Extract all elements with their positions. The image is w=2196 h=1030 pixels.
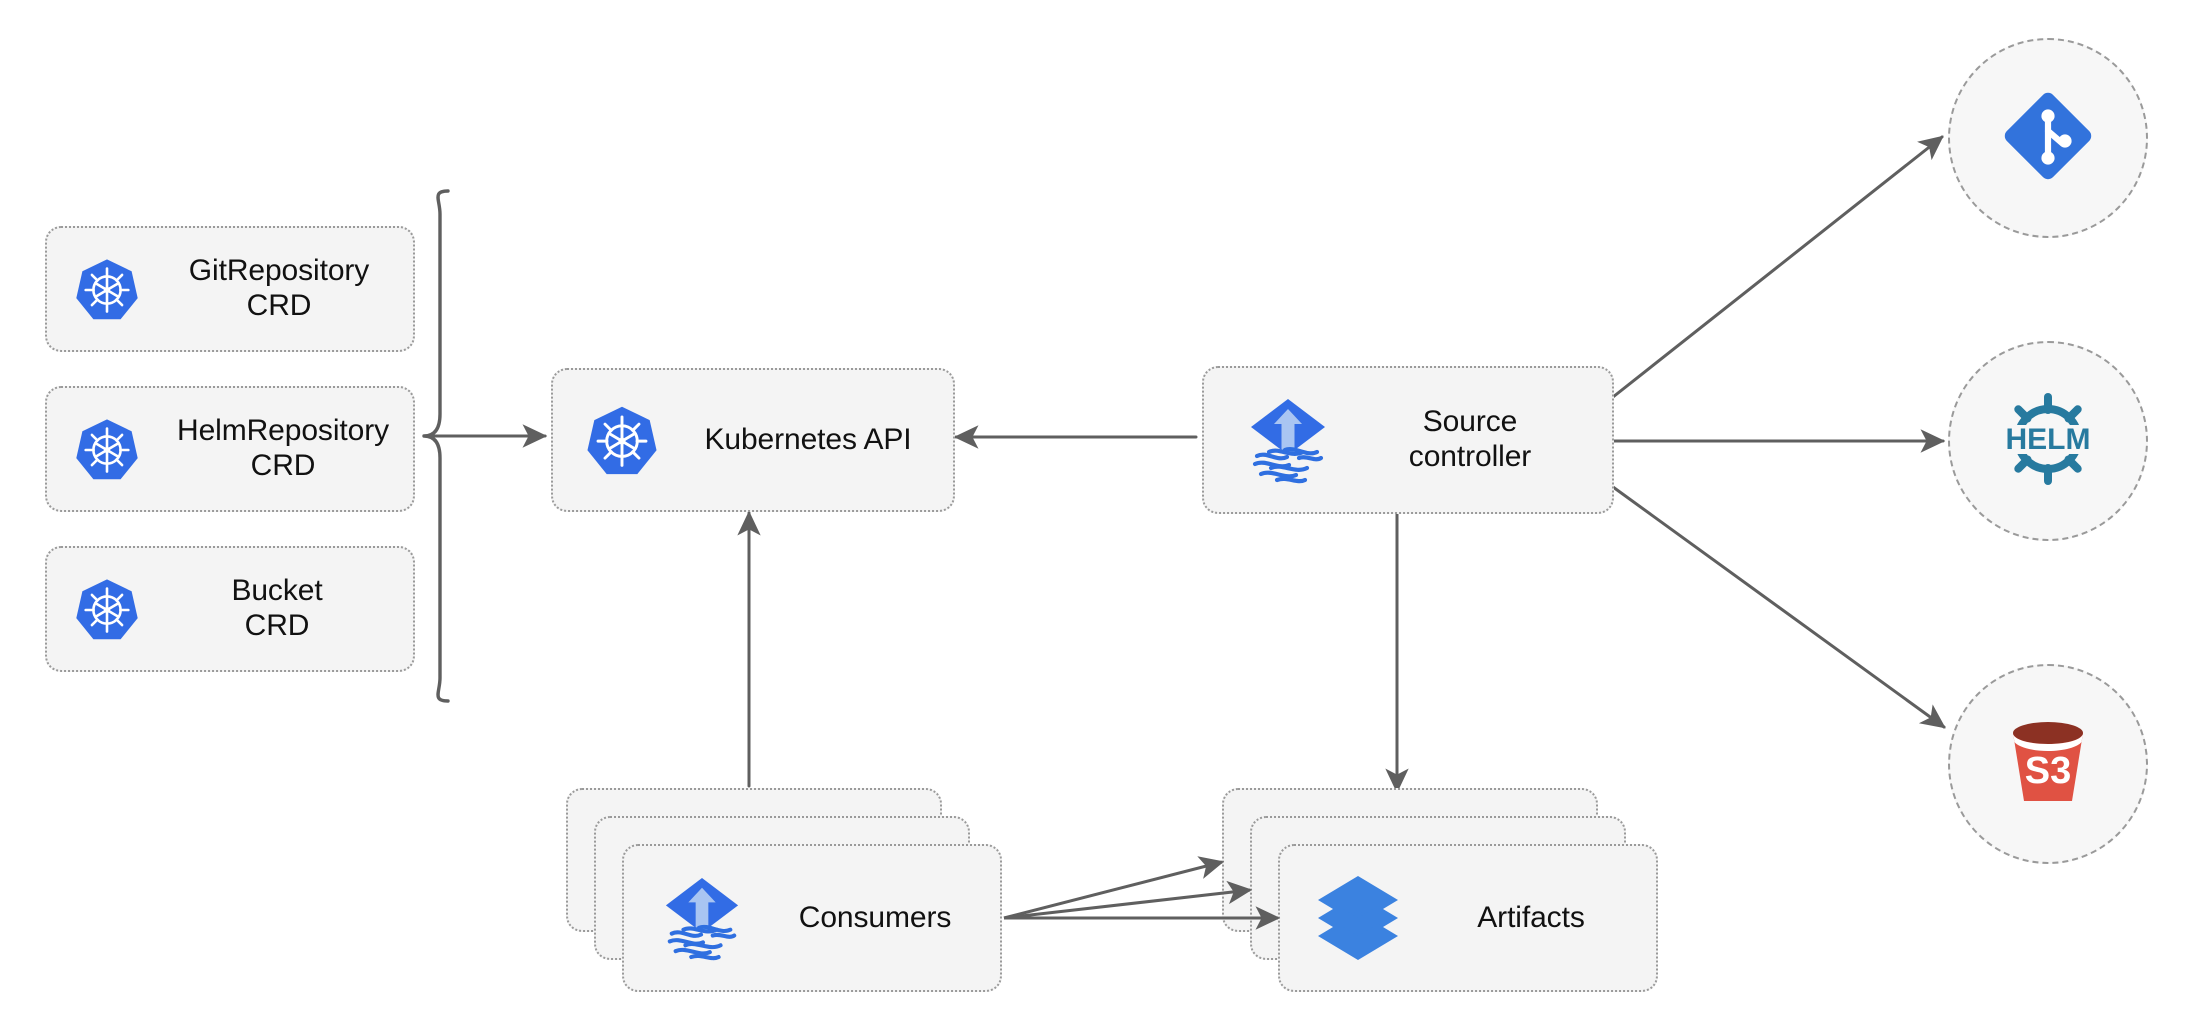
node-source-controller[interactable]: Source controller xyxy=(1202,366,1614,514)
node-label: Kubernetes API xyxy=(704,422,912,456)
helm-icon: HELM xyxy=(1989,380,2107,503)
source-circle-helm[interactable]: HELM xyxy=(1948,341,2148,541)
s3-wordmark: S3 xyxy=(2025,750,2071,792)
git-icon xyxy=(1995,83,2101,194)
crd-card-bucket[interactable]: Bucket CRD xyxy=(45,546,415,672)
kubernetes-icon xyxy=(47,417,167,481)
edge-sc-to-s3 xyxy=(1611,485,1946,729)
artifact-layers-icon xyxy=(1280,872,1422,964)
kubernetes-icon xyxy=(47,257,167,321)
crd-card-helmrepository[interactable]: HelmRepository CRD xyxy=(45,386,415,512)
kubernetes-icon xyxy=(47,577,167,641)
crd-card-gitrepository[interactable]: GitRepository CRD xyxy=(45,226,415,352)
flux-icon xyxy=(624,875,766,961)
source-circle-git[interactable] xyxy=(1948,38,2148,238)
node-artifacts[interactable]: Artifacts xyxy=(1278,844,1658,992)
node-consumers[interactable]: Consumers xyxy=(622,844,1002,992)
node-label: Source controller xyxy=(1408,405,1532,473)
crd-group-brace xyxy=(422,189,450,703)
crd-card-label: HelmRepository CRD xyxy=(177,414,389,482)
helm-wordmark: HELM xyxy=(2006,423,2091,456)
node-label: Consumers xyxy=(798,900,952,934)
s3-bucket-icon: S3 xyxy=(1993,707,2103,822)
edge-consumers-to-artifacts-mid xyxy=(1003,880,1253,920)
node-kubernetes-api[interactable]: Kubernetes API xyxy=(551,368,955,512)
node-label: Artifacts xyxy=(1477,900,1585,934)
flux-icon xyxy=(1204,396,1356,484)
edge-sc-to-git xyxy=(1611,135,1944,399)
edge-consumers-to-artifacts-top xyxy=(1003,856,1225,920)
crd-card-label: Bucket CRD xyxy=(231,574,323,642)
crd-card-label: GitRepository CRD xyxy=(188,254,370,322)
kubernetes-icon xyxy=(553,404,681,476)
source-circle-s3[interactable]: S3 xyxy=(1948,664,2148,864)
